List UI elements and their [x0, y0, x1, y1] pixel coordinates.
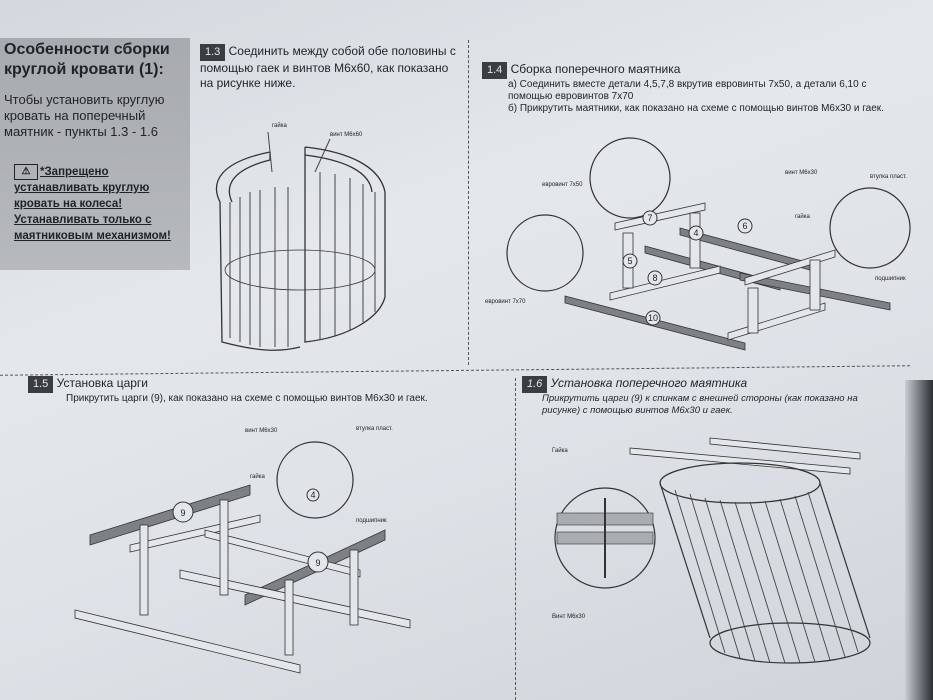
- step-text: Соединить между собой обе половины с пом…: [200, 44, 456, 90]
- step-1-3-header: 1.3 Соединить между собой обе половины с…: [200, 44, 462, 91]
- divider-vertical-bottom: [515, 378, 516, 700]
- detail-circle-7-4: [589, 137, 671, 219]
- label-screw: винт М6х30: [245, 428, 278, 434]
- step-text-a: а) Соединить вместе детали 4,5,7,8 вкрут…: [508, 79, 867, 102]
- detail-circle-bearing: [829, 187, 911, 269]
- detail-circle: [276, 441, 354, 519]
- step-1-5-header: 1.5 Установка царги Прикрутить царги (9)…: [28, 376, 498, 405]
- step-title: Установка царги: [56, 376, 148, 390]
- sidebar-text: Чтобы установить круглую кровать на попе…: [4, 92, 165, 139]
- step-text-b: б) Прикрутить маятники, как показано на …: [508, 103, 884, 114]
- label-screw: Винт М6х30: [552, 614, 586, 620]
- label-bushing: втулка пласт.: [356, 426, 393, 432]
- label-euro-7x70: евровинт 7х70: [485, 299, 526, 305]
- step-number: 1.3: [200, 44, 226, 61]
- round-bed-halves-diagram: гайка винт М6х60: [215, 122, 386, 351]
- warning-triangle-icon: ⚠: [14, 164, 38, 180]
- step-text: Прикрутить царги (9) к спинкам с внешней…: [542, 393, 858, 416]
- label-nut: гайка: [272, 122, 288, 129]
- part-7: 7: [647, 213, 652, 223]
- part-8: 8: [652, 273, 657, 283]
- label-bearing: подшипник: [875, 276, 906, 282]
- part-9-right: 9: [315, 558, 320, 568]
- part-9-left: 9: [180, 508, 185, 518]
- photo-background-edge: [905, 380, 933, 700]
- part-6: 6: [742, 221, 747, 231]
- step-text: Прикрутить царги (9), как показано на сх…: [66, 393, 428, 404]
- sidebar-title: Особенности сборки круглой кровати (1):: [4, 41, 170, 78]
- step-title: Сборка поперечного маятника: [510, 62, 681, 76]
- warning-note: ⚠*Запрещено устанавливать круглую кроват…: [14, 164, 190, 244]
- pendulum-assembly-diagram: 7 5 4 6 10 8 евровинт 7х50 евровинт 7х70…: [485, 137, 911, 351]
- label-bearing: подшипник: [356, 518, 387, 524]
- side-rail-diagram: 9 9 4 винт М6х30 втулка пласт. гайка под…: [74, 426, 411, 674]
- step-number: 1.6: [522, 376, 548, 393]
- step-1-6-header: 1.6 Установка поперечного маятника Прикр…: [522, 376, 892, 417]
- label-nut: Гайка: [552, 447, 568, 454]
- label-nut: гайка: [795, 213, 811, 220]
- part-4: 4: [693, 228, 698, 238]
- part-4: 4: [310, 490, 315, 500]
- step-title: Установка поперечного маятника: [550, 376, 748, 390]
- sidebar-box: [0, 38, 190, 270]
- detail-circle-10-8: [506, 214, 584, 292]
- part-5: 5: [627, 256, 632, 266]
- label-screw: винт М6х60: [330, 132, 363, 138]
- left-half-outline: [215, 151, 301, 351]
- crosswise-pendulum-diagram: Гайка Винт М6х30: [552, 437, 871, 664]
- warning-text: *Запрещено устанавливать круглую кровать…: [14, 166, 171, 243]
- detail-circle: [554, 487, 656, 589]
- step-number: 1.4: [482, 62, 508, 79]
- divider-vertical-top: [468, 40, 469, 365]
- label-nut: гайка: [250, 473, 266, 480]
- label-bushing: втулка пласт.: [870, 174, 907, 180]
- step-number: 1.5: [28, 376, 54, 393]
- label-euro-7x50: евровинт 7х50: [542, 182, 583, 188]
- part-10: 10: [648, 313, 658, 323]
- step-1-4-header: 1.4 Сборка поперечного маятника а) Соеди…: [482, 62, 912, 115]
- label-screw: винт М6х30: [785, 170, 818, 176]
- rail-9-left: [89, 484, 251, 546]
- divider-horizontal: [0, 365, 910, 376]
